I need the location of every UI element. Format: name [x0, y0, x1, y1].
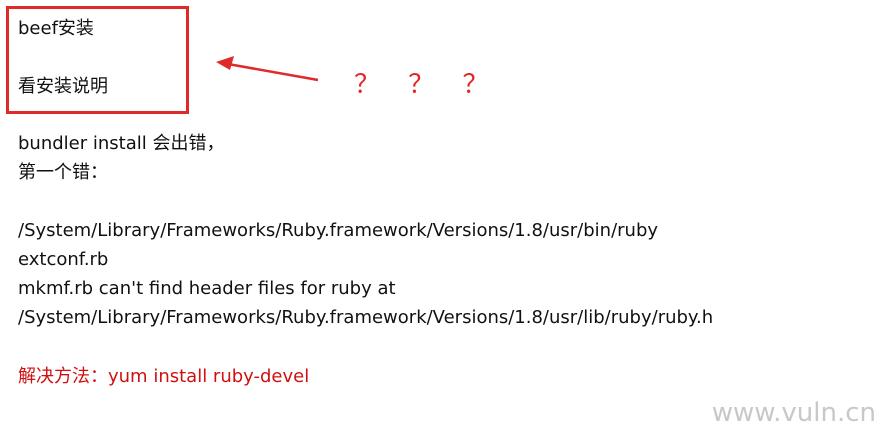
- error-line: /System/Library/Frameworks/Ruby.framewor…: [18, 220, 659, 241]
- arrow-shaft: [227, 62, 319, 82]
- error-line: extconf.rb: [18, 249, 109, 270]
- heading-read-instructions: 看安装说明: [18, 76, 108, 97]
- error-line: mkmf.rb can't find header files for ruby…: [18, 278, 396, 299]
- arrowhead-icon: [216, 56, 234, 70]
- error-line: /System/Library/Frameworks/Ruby.framewor…: [18, 307, 714, 328]
- watermark: www.vuln.cn: [711, 398, 876, 428]
- heading-beef-install: beef安装: [18, 18, 94, 39]
- solution-label: 解决方法：: [18, 366, 108, 387]
- highlight-box: [6, 6, 189, 114]
- solution-line: 解决方法：yum install ruby-devel: [18, 366, 309, 388]
- bundler-error-intro: bundler install 会出错，: [18, 133, 225, 154]
- first-error-label: 第一个错：: [18, 162, 108, 183]
- question-marks: ？ ？ ？: [354, 70, 499, 100]
- solution-command: yum install ruby-devel: [108, 366, 310, 387]
